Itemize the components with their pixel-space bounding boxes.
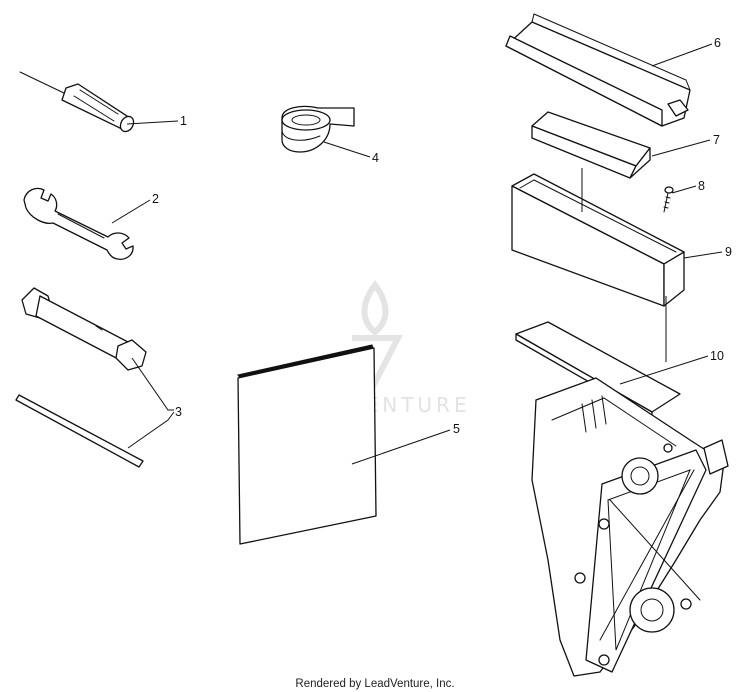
part-screw bbox=[663, 186, 674, 213]
part-toolbox-lid bbox=[505, 13, 691, 127]
part-tommy-bar bbox=[15, 394, 144, 468]
part-owners-manual bbox=[237, 344, 377, 545]
leader-4 bbox=[323, 141, 371, 158]
part-toolbox-tray bbox=[511, 173, 685, 307]
leader-1 bbox=[126, 120, 179, 125]
leader-2 bbox=[111, 199, 151, 224]
watermark-logo bbox=[352, 279, 403, 394]
part-tape-roll bbox=[281, 105, 355, 153]
leader-6 bbox=[651, 43, 713, 67]
leader-7 bbox=[651, 139, 711, 157]
footer-credit: Rendered by LeadVenture, Inc. bbox=[295, 678, 454, 690]
callout-5: 5 bbox=[453, 422, 460, 436]
callout-10: 10 bbox=[710, 349, 724, 363]
callout-9: 9 bbox=[725, 245, 732, 259]
leader-3a bbox=[131, 357, 174, 411]
part-wrench bbox=[23, 187, 134, 260]
callout-6: 6 bbox=[714, 36, 721, 50]
callouts: 1 2 3 4 5 6 7 8 9 10 bbox=[152, 36, 732, 436]
leader-3b bbox=[127, 411, 175, 449]
leader-10 bbox=[619, 355, 709, 385]
part-screwdriver bbox=[19, 71, 135, 133]
part-socket-wrench bbox=[21, 287, 147, 371]
leader-8 bbox=[671, 185, 697, 194]
callout-2: 2 bbox=[152, 192, 159, 206]
callout-1: 1 bbox=[180, 114, 187, 128]
callout-8: 8 bbox=[698, 179, 705, 193]
leader-9 bbox=[683, 251, 723, 259]
callout-3: 3 bbox=[175, 405, 182, 419]
callout-4: 4 bbox=[372, 151, 379, 165]
part-starter-housing bbox=[515, 321, 729, 677]
leader-5 bbox=[351, 429, 451, 465]
callout-7: 7 bbox=[713, 133, 720, 147]
leader-lines bbox=[111, 43, 723, 465]
part-foam-pad bbox=[531, 111, 651, 179]
